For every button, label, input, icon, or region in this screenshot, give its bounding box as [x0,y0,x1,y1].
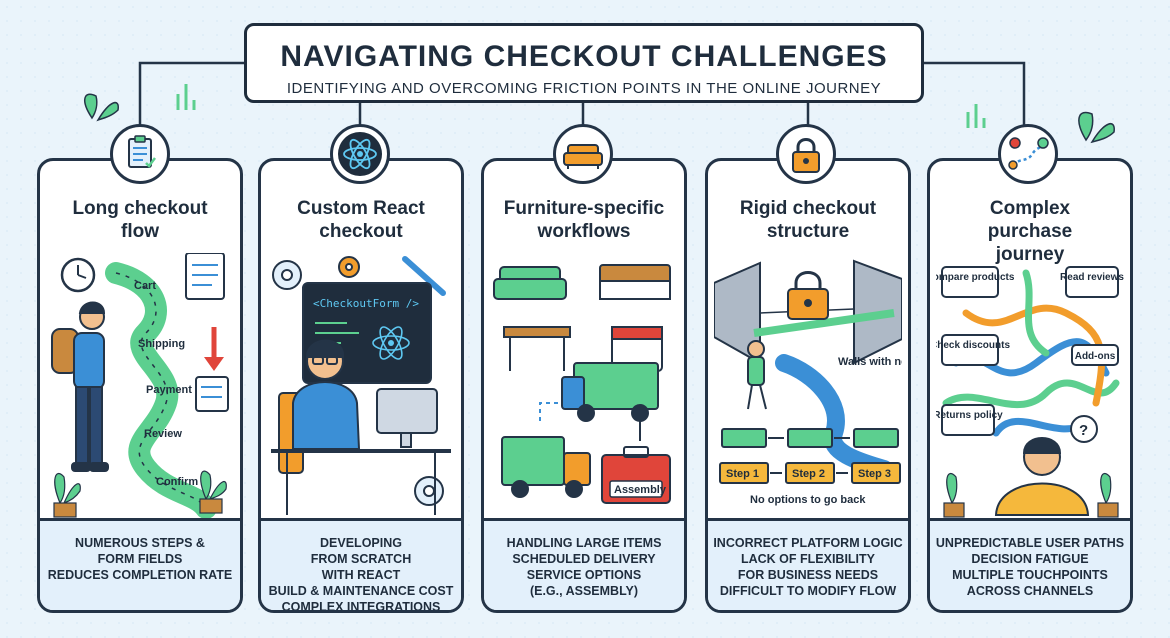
step-label: Payment [146,384,192,396]
journey-label: Compare products [936,272,1015,283]
furniture-delivery-illustration: Assembly [493,264,671,504]
footer-line: NUMEROUS STEPS & FORM FIELDS [75,536,205,566]
header-box: NAVIGATING CHECKOUT CHALLENGES IDENTIFYI… [244,23,924,103]
card-footer: DEVELOPING FROM SCRATCH WITH REACT BUILD… [261,518,461,610]
lock-icon [776,124,836,184]
journey-label: Returns policy [936,410,1003,421]
footer-line: DIFFICULT TO MODIFY FLOW [719,584,897,598]
footer-line: DEVELOPING FROM SCRATCH WITH REACT [310,536,412,582]
react-developer-illustration: <CheckoutForm /> [271,256,451,515]
assembly-label: Assembly [614,484,667,496]
step-label: Confirm [156,476,198,488]
footer-line: SERVICE OPTIONS [526,568,642,582]
step-label: Review [144,428,182,440]
card-title: Custom React checkout [297,198,425,242]
footer-line: HANDLING LARGE ITEMS [506,536,662,550]
page-subtitle: IDENTIFYING AND OVERCOMING FRICTION POIN… [286,80,882,97]
card-furniture-workflows: Furniture-specific workflows Assembly HA… [481,158,687,613]
card-complex-journey: Complex purchase journey Compare product… [927,158,1133,613]
decor-plant-right [1078,111,1115,144]
footer-line: MULTIPLE TOUCHPOINTS [952,568,1108,582]
card-title: Furniture-specific workflows [503,198,665,242]
journey-label: Add-ons [1075,351,1116,362]
clipboard-icon [110,124,170,184]
truck-icon [573,362,659,410]
footer-line: COMPLEX INTEGRATIONS [281,600,441,613]
card-footer: UNPREDICTABLE USER PATHS DECISION FATIGU… [930,518,1130,610]
page-title: NAVIGATING CHECKOUT CHALLENGES [280,40,888,73]
footer-line: DECISION FATIGUE [971,552,1089,566]
component-label: <CheckoutForm /> [313,297,419,310]
wrench-icon [402,256,446,296]
card-custom-react-checkout: Custom React checkout <CheckoutForm /> [258,158,464,613]
footer-line: UNPREDICTABLE USER PATHS [935,536,1125,550]
card-title: Complex purchase journey [987,198,1073,265]
plant-icon [943,472,1119,518]
card-footer: NUMEROUS STEPS & FORM FIELDS REDUCES COM… [40,518,240,610]
journey-label: Read reviews [1060,272,1124,283]
tired-shopper [51,301,109,472]
card-title: Rigid checkout structure [739,198,877,242]
no-back-caption: No options to go back [750,494,866,506]
step-label: Step 1 [726,468,759,480]
card-footer: HANDLING LARGE ITEMS SCHEDULED DELIVERY … [484,518,684,610]
footer-line: REDUCES COMPLETION RATE [47,568,233,582]
complex-journey-illustration: Compare products Read reviews Check disc… [936,266,1124,518]
table-icon [503,326,571,338]
footer-line: (E.G., ASSEMBLY) [529,584,639,598]
card-title: Long checkout flow [72,198,208,242]
route-map-icon [998,124,1058,184]
card-long-checkout-flow: Long checkout flow Cart Shipping Payment… [37,158,243,613]
decor-plant-left [84,93,119,122]
developer [271,339,451,515]
footer-line: LACK OF FLEXIBILITY FOR BUSINESS NEEDS [737,552,879,582]
confused-person [994,415,1098,516]
journey-label: Check discounts [936,340,1010,351]
footer-line: ACROSS CHANNELS [966,584,1094,598]
plant-icon [53,470,227,518]
rigid-walls-illustration: Walls with no escape. Step 1 Step 2 Step… [714,259,902,506]
sofa-icon [553,124,613,184]
long-checkout-illustration: Cart Shipping Payment Review Confirm [51,253,229,519]
react-icon [330,124,390,184]
footer-line: SCHEDULED DELIVERY [512,552,656,566]
footer-line: INCORRECT PLATFORM LOGIC [713,536,903,550]
title-connectors [84,61,1115,144]
step-label: Step 2 [792,468,825,480]
step-label: Shipping [138,338,185,350]
card-rigid-checkout: Rigid checkout structure Walls with no e… [705,158,911,613]
question-mark-icon: ? [1079,422,1088,439]
trapped-person [747,340,767,410]
card-footer: INCORRECT PLATFORM LOGIC LACK OF FLEXIBI… [708,518,908,610]
footer-line: BUILD & MAINTENANCE COST [268,584,454,598]
step-label: Step 3 [858,468,891,480]
step-label: Cart [134,280,156,292]
walls-caption: Walls with no escape. [838,356,902,368]
